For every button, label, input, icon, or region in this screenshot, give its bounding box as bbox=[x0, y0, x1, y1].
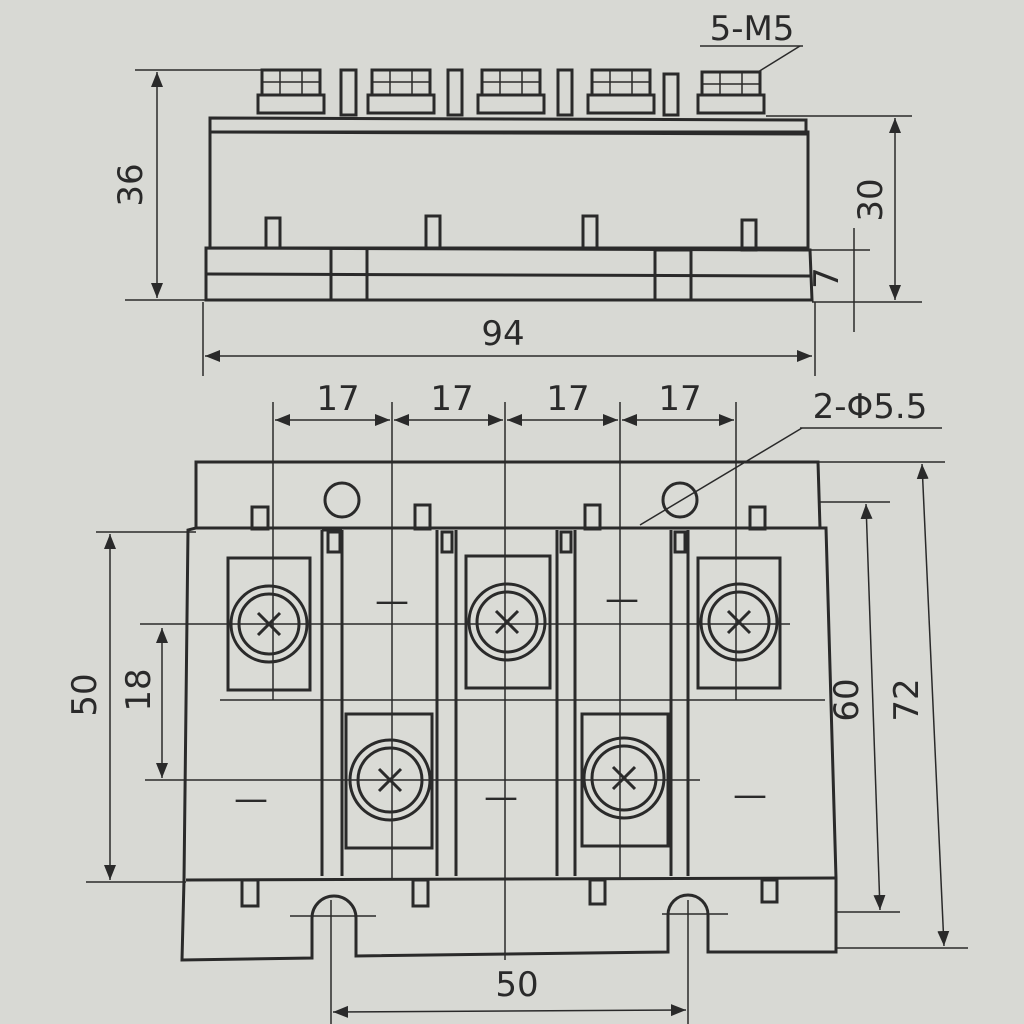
dimension-label-50-horizontal: 50 bbox=[495, 965, 538, 1005]
pitch-label-4: 17 bbox=[658, 379, 701, 419]
side-body bbox=[208, 130, 810, 250]
mount-hole-right bbox=[661, 481, 699, 519]
dimension-30: 30 bbox=[766, 115, 922, 303]
dimension-36: 36 bbox=[111, 69, 262, 301]
terminal-upper-2 bbox=[464, 554, 552, 690]
dimension-label-7: 7 bbox=[807, 267, 847, 289]
top-outline bbox=[180, 460, 838, 962]
dimension-label-30: 30 bbox=[851, 178, 891, 221]
pitch-dimensions: 17 17 17 17 bbox=[275, 379, 734, 426]
dimension-label-72: 72 bbox=[887, 678, 927, 721]
minus-sign-lower-right: — bbox=[733, 775, 767, 815]
hole-callout: 2-Φ5.5 bbox=[639, 387, 942, 526]
screw-terminal-5 bbox=[696, 70, 766, 115]
dimension-60: 60 bbox=[820, 501, 900, 913]
dimension-label-50-vertical: 50 bbox=[65, 673, 105, 716]
screw-icon bbox=[494, 609, 520, 635]
top-pins-lower bbox=[240, 878, 779, 908]
side-view: 36 30 7 94 5-M5 bbox=[111, 9, 922, 376]
thread-callout: 5-M5 bbox=[700, 9, 803, 73]
screw-icon bbox=[611, 765, 637, 791]
dimension-94: 94 bbox=[202, 302, 816, 376]
hole-spec-label: 2-Φ5.5 bbox=[813, 387, 928, 427]
dimension-50-vertical: 50 bbox=[65, 531, 196, 883]
side-pins bbox=[264, 214, 758, 252]
dimension-label-18: 18 bbox=[119, 668, 159, 711]
top-lower-edge bbox=[185, 876, 837, 882]
side-base-plate bbox=[204, 246, 814, 302]
terminal-separators bbox=[339, 68, 680, 117]
screw-terminal-1 bbox=[256, 68, 326, 115]
pitch-label-3: 17 bbox=[546, 379, 589, 419]
pitch-label-1: 17 bbox=[316, 379, 359, 419]
dimension-72: 72 bbox=[818, 461, 968, 949]
thread-spec-label: 5-M5 bbox=[710, 9, 795, 49]
dimension-label-60: 60 bbox=[827, 678, 867, 721]
dimension-18: 18 bbox=[119, 628, 168, 778]
screw-terminal-4 bbox=[586, 68, 656, 115]
terminal-upper-3 bbox=[696, 556, 782, 690]
top-pins-upper bbox=[250, 503, 767, 531]
screw-icon bbox=[726, 609, 752, 635]
side-body-top-plate bbox=[208, 116, 808, 136]
screw-terminal-3 bbox=[476, 68, 546, 115]
dimension-50-horizontal: 50 bbox=[290, 913, 728, 1018]
dimension-label-36: 36 bbox=[111, 163, 151, 206]
mount-hole-left bbox=[323, 481, 361, 519]
dimension-7: 7 bbox=[807, 228, 870, 332]
screw-terminal-2 bbox=[366, 68, 436, 115]
dimension-label-94: 94 bbox=[481, 314, 524, 354]
top-view: — — — — — 17 17 17 17 bbox=[65, 379, 968, 1024]
minus-sign-lower-left: — bbox=[234, 779, 268, 819]
minus-sign-upper-right: — bbox=[605, 579, 639, 619]
cell-dividers bbox=[320, 528, 690, 876]
center-lines bbox=[140, 402, 825, 1024]
pitch-label-2: 17 bbox=[430, 379, 473, 419]
minus-sign-lower-middle: — bbox=[484, 777, 518, 817]
